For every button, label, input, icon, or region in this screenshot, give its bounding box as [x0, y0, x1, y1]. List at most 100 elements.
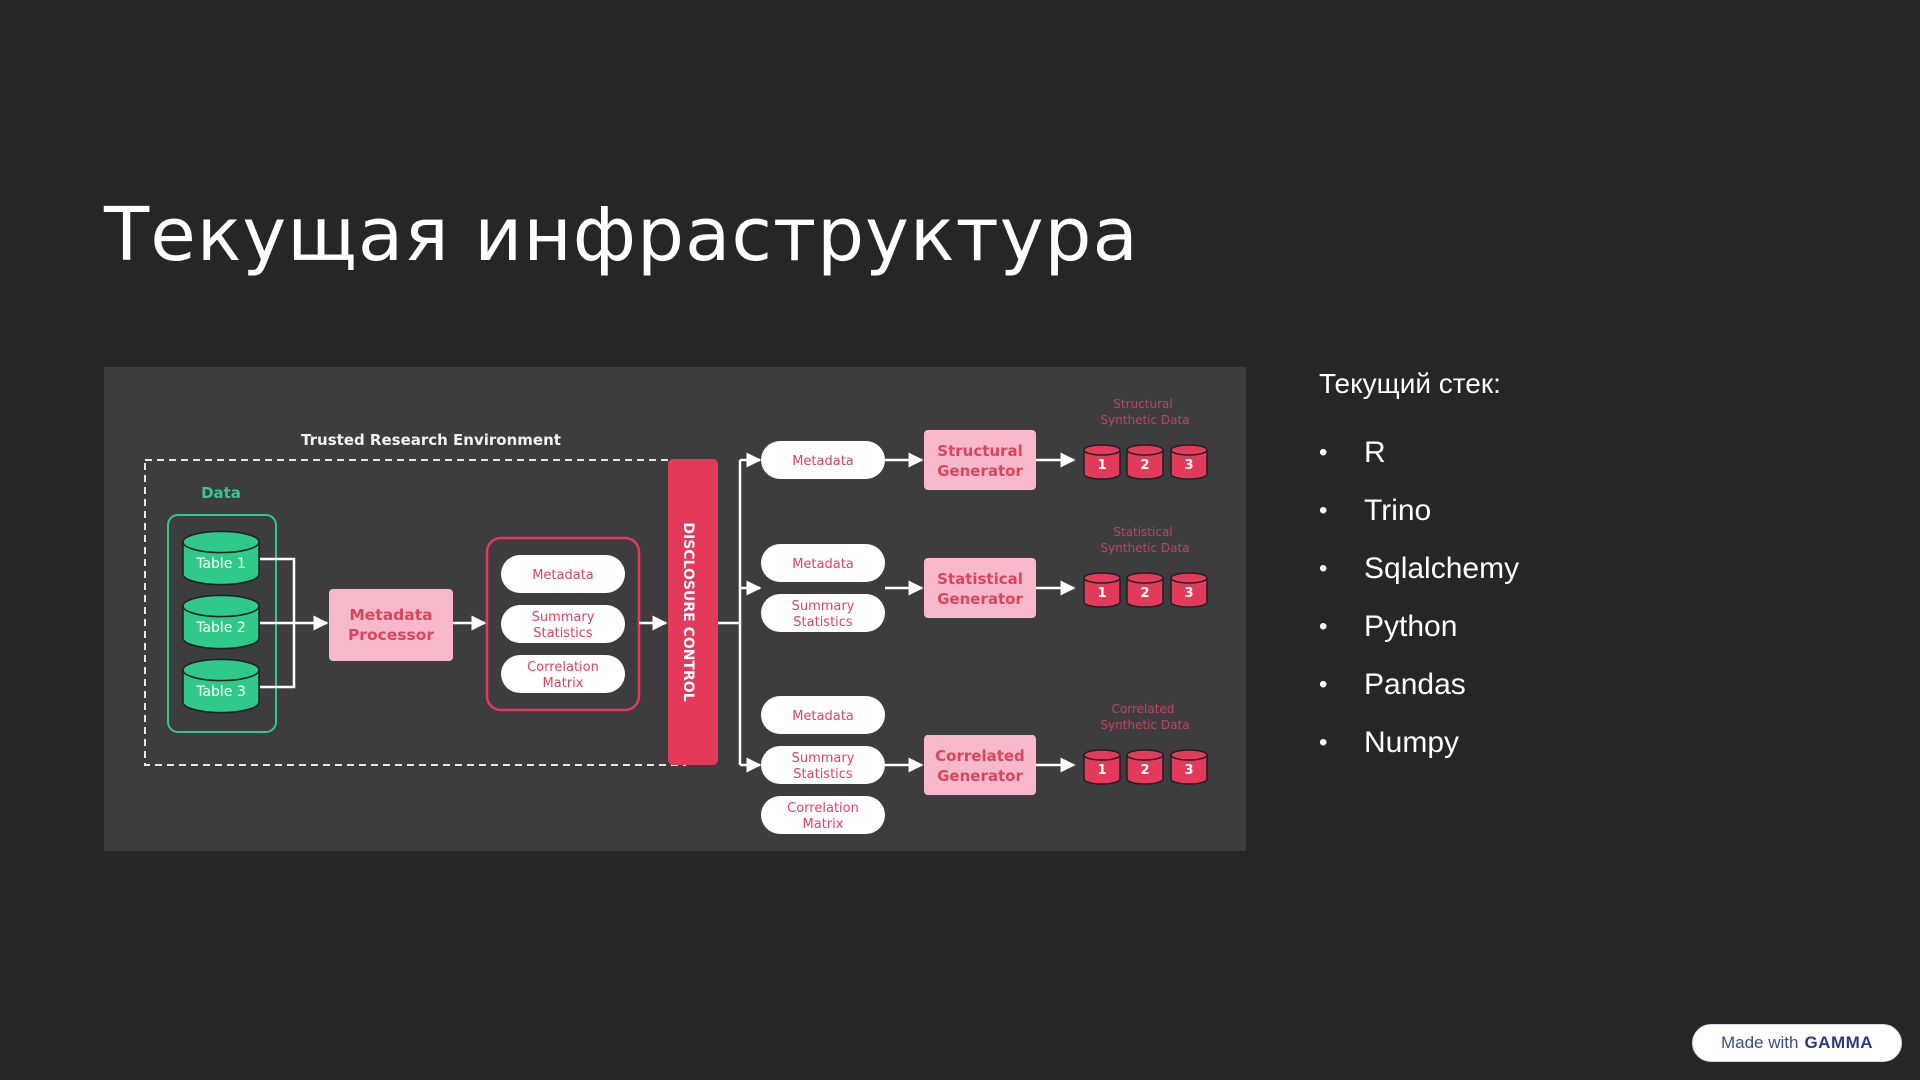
page-title: Текущая инфраструктура: [104, 192, 1139, 278]
branch-1-db-2: 2: [1126, 444, 1164, 480]
metadata-processor-label-line1: Metadata: [349, 606, 432, 624]
table-3-db: Table 3: [182, 658, 260, 714]
summary-item-2-label-line1: Summary: [532, 610, 595, 625]
data-group-label: Data: [201, 484, 241, 502]
branch-connector: [718, 452, 762, 773]
branch-1-output-label-line2: Synthetic Data: [1100, 413, 1189, 427]
branch-2-db-2-label: 2: [1140, 586, 1149, 601]
data-tables: Table 1 Table 2 Table 3: [182, 530, 260, 714]
metadata-processor-box: [329, 589, 453, 661]
stack-item: • Numpy: [1319, 726, 1519, 784]
infrastructure-diagram: Trusted Research Environment Data Table …: [104, 367, 1246, 851]
branch-2-db-1-label: 1: [1097, 586, 1106, 601]
table-2-db-label: Table 2: [195, 620, 246, 636]
gamma-logo: GAMMA: [1804, 1033, 1874, 1052]
branch-3-db-2-label: 2: [1140, 763, 1149, 778]
branch-1-output-label-line1: Structural: [1113, 397, 1172, 411]
stack-heading: Текущий стек:: [1319, 368, 1501, 399]
branch-1-input-1-label: Metadata: [792, 454, 854, 469]
bullet-icon: •: [1319, 729, 1328, 756]
branch-1-db-1-label: 1: [1097, 458, 1106, 473]
branch-3-input-1: Metadata: [761, 696, 885, 734]
badge-prefix: Made with: [1720, 1033, 1799, 1052]
branch-3-db-3: 3: [1170, 749, 1208, 785]
branch-3-input-1-label: Metadata: [792, 709, 854, 724]
stack-item: •R: [1319, 436, 1519, 494]
branch-3-db-1: 1: [1083, 749, 1121, 785]
summary-item-2-label-line2: Statistics: [533, 626, 593, 641]
branch-3: MetadataSummaryStatisticsCorrelationMatr…: [761, 696, 1208, 834]
branch-2-generator-box: [924, 558, 1036, 618]
branch-1-input-1: Metadata: [761, 441, 885, 479]
branch-2-input-1: Metadata: [761, 544, 885, 582]
table-3-db-label: Table 3: [195, 684, 246, 700]
stack-item-label: Sqlalchemy: [1364, 552, 1520, 585]
metadata-processor-label-line2: Processor: [348, 626, 434, 644]
stack-item: • Python: [1319, 610, 1519, 668]
branch-2-input-2-label-line2: Statistics: [793, 615, 853, 630]
branch-3-db-2: 2: [1126, 749, 1164, 785]
branch-1: MetadataStructuralGeneratorStructuralSyn…: [761, 397, 1208, 490]
stack-item-label: Python: [1364, 610, 1458, 643]
branch-1-db-3: 3: [1170, 444, 1208, 480]
branch-2-db-3-label: 3: [1184, 586, 1193, 601]
stack-item: •Pandas: [1319, 668, 1519, 726]
branch-2-generator-line2: Generator: [937, 590, 1023, 608]
branch-1-db-3-label: 3: [1184, 458, 1193, 473]
branch-3-generator-box: [924, 735, 1036, 795]
trusted-environment-label: Trusted Research Environment: [301, 431, 561, 449]
branch-2-input-2-label-line1: Summary: [792, 599, 855, 614]
summary-item-3-label-line1: Correlation: [527, 660, 599, 675]
branch-2-db-1: 1: [1083, 572, 1121, 608]
branch-1-generator-line1: Structural: [937, 442, 1022, 460]
tables-connector: [260, 557, 329, 689]
stack-item-label: Numpy: [1364, 726, 1460, 759]
bullet-icon: •: [1319, 497, 1328, 524]
branch-3-input-3-label-line1: Correlation: [787, 801, 859, 816]
stack-item: • Trino: [1319, 494, 1519, 552]
stack-item-label: Pandas: [1364, 668, 1466, 701]
branch-2-output-label-line1: Statistical: [1113, 525, 1172, 539]
bullet-icon: •: [1319, 439, 1328, 466]
branch-1-db-1: 1: [1083, 444, 1121, 480]
stack-item-label: R: [1364, 436, 1386, 469]
disclosure-control-label: DISCLOSURE CONTROL: [680, 522, 696, 701]
branch-1-db-2-label: 2: [1140, 458, 1149, 473]
table-2-db: Table 2: [182, 594, 260, 650]
branch-2-output-label-line2: Synthetic Data: [1100, 541, 1189, 555]
table-1-db-label: Table 1: [195, 556, 246, 572]
branch-1-generator-line2: Generator: [937, 462, 1023, 480]
branch-3-output-label-line1: Correlated: [1112, 702, 1175, 716]
branch-3-generator-line2: Generator: [937, 767, 1023, 785]
stack-list: •R•Trino•Sqlalchemy•Python•Pandas•Numpy: [1319, 436, 1519, 784]
summary-item-1: Metadata: [501, 555, 625, 593]
made-with-gamma-badge[interactable]: Made with GAMMA: [1692, 1024, 1902, 1062]
trusted-environment-boundary: [144, 459, 686, 766]
branch-3-generator-line1: Correlated: [935, 747, 1025, 765]
branch-2-input-1-label: Metadata: [792, 557, 854, 572]
branch-3-input-3-label-line2: Matrix: [803, 817, 844, 832]
branch-1-generator-box: [924, 430, 1036, 490]
tech-stack: Текущий стек: •R•Trino•Sqlalchemy•Python…: [1319, 368, 1519, 784]
stack-item: • Sqlalchemy: [1319, 552, 1519, 610]
summary-items: MetadataSummaryStatisticsCorrelationMatr…: [501, 555, 625, 693]
branch-2-db-2: 2: [1126, 572, 1164, 608]
stack-item-label: Trino: [1364, 494, 1432, 527]
table-1-db: Table 1: [182, 530, 260, 586]
branch-3-input-2-label-line2: Statistics: [793, 767, 853, 782]
generator-branches: MetadataStructuralGeneratorStructuralSyn…: [761, 397, 1208, 834]
bullet-icon: •: [1319, 555, 1328, 582]
branch-3-db-1-label: 1: [1097, 763, 1106, 778]
branch-3-output-label-line2: Synthetic Data: [1100, 718, 1189, 732]
branch-3-db-3-label: 3: [1184, 763, 1193, 778]
disclosure-control-bar: [668, 459, 718, 765]
bullet-icon: •: [1319, 613, 1328, 640]
summary-item-3-label-line2: Matrix: [543, 676, 584, 691]
branch-2-generator-line1: Statistical: [937, 570, 1023, 588]
